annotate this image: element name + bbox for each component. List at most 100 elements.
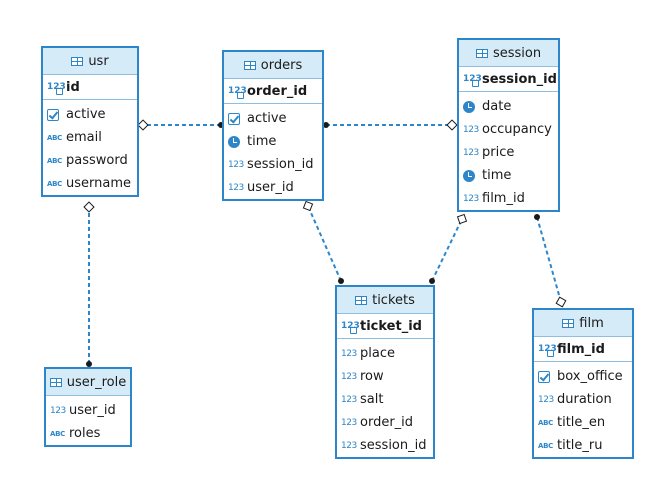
column-name: username	[66, 176, 131, 191]
numeric-type-icon: 123	[463, 147, 479, 158]
numeric-type-icon: 123	[341, 440, 357, 451]
boolean-icon	[228, 112, 240, 125]
column-row[interactable]: 123 session_id	[224, 153, 322, 176]
column-list: active ABC email ABC password ABC userna…	[43, 100, 137, 195]
numeric-type-icon: 123	[341, 371, 357, 382]
numeric-type-icon: 123	[463, 124, 479, 135]
table-user-role[interactable]: user_role 123 user_id ABC roles	[44, 367, 132, 447]
column-row[interactable]: ABC roles	[46, 422, 130, 445]
column-row[interactable]: date	[459, 95, 558, 118]
text-type-icon: ABC	[47, 179, 62, 188]
column-name: box_office	[557, 369, 623, 384]
text-type-icon: ABC	[47, 156, 62, 165]
column-row[interactable]: 123 row	[337, 365, 433, 388]
table-title: usr	[88, 53, 109, 69]
numeric-type-icon: 123	[463, 193, 479, 204]
column-name: order_id	[247, 83, 308, 99]
boolean-icon	[47, 108, 59, 121]
numeric-type-icon: 123	[228, 159, 244, 170]
column-name: roles	[69, 426, 101, 441]
column-name: email	[66, 130, 102, 145]
column-row[interactable]: box_office	[534, 365, 632, 388]
column-row[interactable]: ABC title_en	[534, 411, 632, 434]
numeric-type-icon: 123	[50, 405, 66, 416]
table-orders[interactable]: orders 123 order_id active time 123 sess…	[222, 50, 324, 201]
column-row[interactable]: time	[224, 130, 322, 153]
table-usr[interactable]: usr 123 id active ABC email ABC password…	[41, 46, 139, 197]
column-row[interactable]: 123 session_id	[337, 434, 433, 457]
column-row[interactable]: time	[459, 164, 558, 187]
column-name: row	[360, 369, 384, 384]
column-row[interactable]: active	[224, 107, 322, 130]
column-list: active time 123 session_id 123 user_id	[224, 104, 322, 199]
column-list: box_office 123 duration ABC title_en ABC…	[534, 362, 632, 457]
relationship-one-end	[302, 200, 314, 212]
column-name: film_id	[482, 191, 525, 206]
column-name: title_en	[557, 415, 606, 430]
column-name: time	[247, 134, 277, 149]
column-row[interactable]: 123 occupancy	[459, 118, 558, 141]
column-row[interactable]: 123 duration	[534, 388, 632, 411]
column-row[interactable]: 123 user_id	[46, 399, 130, 422]
column-list: date 123 occupancy 123 price time 123 fi…	[459, 92, 558, 210]
table-session-header[interactable]: session	[459, 40, 558, 67]
relationship-one-end	[456, 213, 468, 225]
table-tickets-header[interactable]: tickets	[337, 287, 433, 314]
column-row[interactable]: 123 film_id	[459, 187, 558, 210]
table-icon	[49, 377, 62, 387]
column-row[interactable]: ABC password	[43, 149, 137, 172]
relationship-line-session-film[interactable]	[536, 216, 562, 303]
primary-key-icon: 123	[341, 321, 360, 334]
column-row[interactable]: ABC username	[43, 172, 137, 195]
numeric-type-icon: 123	[341, 417, 357, 428]
table-icon	[355, 295, 368, 305]
column-name: user_id	[69, 403, 116, 418]
column-name: user_id	[247, 180, 294, 195]
column-row[interactable]: 123 order_id	[337, 411, 433, 434]
table-film-header[interactable]: film	[534, 310, 632, 337]
relationship-line-tickets-session[interactable]	[431, 218, 463, 282]
column-name: title_ru	[557, 438, 603, 453]
column-name: active	[66, 107, 106, 122]
column-name: session_id	[247, 157, 314, 172]
text-type-icon: ABC	[538, 441, 553, 450]
numeric-type-icon: 123	[341, 348, 357, 359]
primary-key-row[interactable]: 123 session_id	[459, 67, 558, 92]
column-row[interactable]: ABC email	[43, 126, 137, 149]
primary-key-row[interactable]: 123 film_id	[534, 337, 632, 362]
text-type-icon: ABC	[50, 429, 65, 438]
primary-key-row[interactable]: 123 ticket_id	[337, 314, 433, 339]
column-row[interactable]: 123 price	[459, 141, 558, 164]
column-name: occupancy	[482, 122, 552, 137]
boolean-icon	[538, 370, 550, 383]
relationship-one-end	[555, 296, 567, 308]
table-orders-header[interactable]: orders	[224, 52, 322, 79]
table-user-role-header[interactable]: user_role	[46, 369, 130, 396]
column-row[interactable]: 123 place	[337, 342, 433, 365]
numeric-type-icon: 123	[341, 394, 357, 405]
table-icon	[243, 60, 256, 70]
column-row[interactable]: 123 salt	[337, 388, 433, 411]
column-row[interactable]: active	[43, 103, 137, 126]
relationship-many-end	[429, 278, 435, 284]
clock-icon	[463, 100, 475, 113]
table-film[interactable]: film 123 film_id box_office 123 duration…	[532, 308, 634, 459]
column-name: date	[482, 99, 512, 114]
table-title: user_role	[66, 374, 127, 390]
column-list: 123 user_id ABC roles	[46, 396, 130, 445]
relationship-one-end	[137, 119, 149, 131]
column-name: film_id	[557, 341, 605, 357]
relationship-line-tickets-orders[interactable]	[307, 205, 342, 282]
column-name: duration	[557, 392, 612, 407]
table-session[interactable]: session 123 session_id date 123 occupanc…	[457, 38, 560, 212]
table-title: tickets	[372, 292, 415, 308]
primary-key-row[interactable]: 123 id	[43, 75, 137, 100]
relationship-one-end	[446, 119, 458, 131]
primary-key-row[interactable]: 123 order_id	[224, 79, 322, 104]
table-usr-header[interactable]: usr	[43, 48, 137, 75]
primary-key-icon: 123	[463, 74, 482, 87]
table-tickets[interactable]: tickets 123 ticket_id 123 place 123 row …	[335, 285, 435, 459]
column-row[interactable]: ABC title_ru	[534, 434, 632, 457]
column-name: place	[360, 346, 395, 361]
column-row[interactable]: 123 user_id	[224, 176, 322, 199]
